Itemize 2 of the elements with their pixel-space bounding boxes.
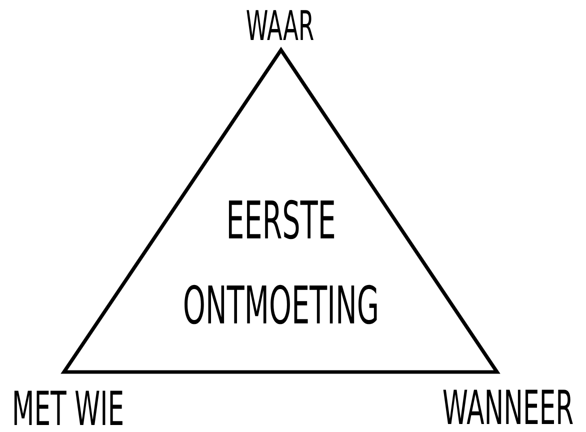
vertex-label: WANNEER [443,390,573,424]
vertex-label: MET WIE [14,390,122,425]
